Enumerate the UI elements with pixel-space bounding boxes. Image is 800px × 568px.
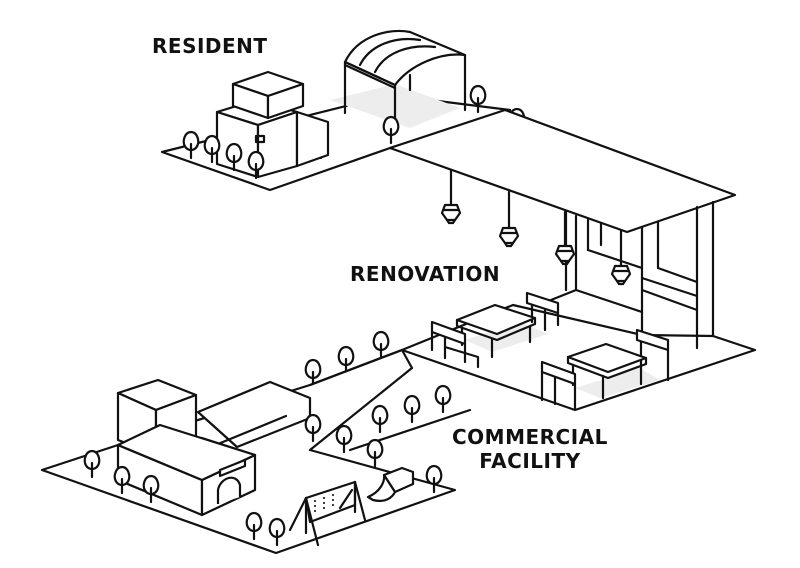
skate-ramp	[366, 466, 415, 502]
renovation-zone	[304, 108, 757, 412]
commercial-building	[116, 378, 312, 517]
table-set-1	[430, 291, 560, 369]
renovation-floor	[400, 303, 757, 412]
commercial-facility-label: COMMERCIAL FACILITY	[452, 425, 608, 473]
resident-label: RESIDENT	[152, 34, 268, 58]
canopy-structure	[343, 29, 467, 127]
pendant-lamps	[440, 168, 632, 286]
commercial-label-line1: COMMERCIAL	[452, 425, 608, 449]
renovation-roof	[388, 108, 737, 234]
swing-set	[288, 480, 367, 547]
commercial-zone	[40, 348, 472, 555]
resident-zone	[160, 29, 526, 192]
table-set-2	[540, 328, 670, 410]
renovation-label: RENOVATION	[350, 262, 501, 286]
commercial-label-line2: FACILITY	[479, 449, 581, 473]
